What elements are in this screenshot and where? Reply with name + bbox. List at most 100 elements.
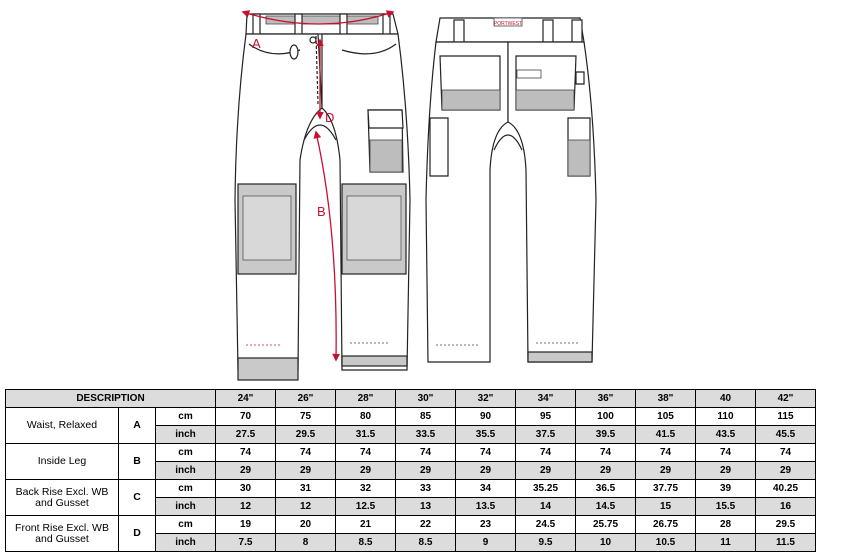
value-cell-inch: 29 (215, 461, 276, 480)
value-cell-inch: 43.5 (695, 425, 756, 444)
value-cell-cm: 74 (275, 443, 336, 462)
value-cell-cm: 20 (275, 515, 336, 534)
description-header: DESCRIPTION (5, 389, 216, 408)
value-cell-inch: 8.5 (335, 533, 396, 552)
value-cell-cm: 23 (455, 515, 516, 534)
value-cell-cm: 74 (215, 443, 276, 462)
measurement-key: A (118, 407, 156, 444)
measurement-key: D (118, 515, 156, 552)
value-cell-inch: 9.5 (515, 533, 576, 552)
measurement-description: Inside Leg (5, 443, 119, 480)
size-header: 24" (215, 389, 276, 408)
value-cell-cm: 90 (455, 407, 516, 426)
value-cell-cm: 74 (695, 443, 756, 462)
value-cell-inch: 29 (275, 461, 336, 480)
size-header: 30" (395, 389, 456, 408)
value-cell-inch: 14.5 (575, 497, 636, 516)
value-cell-cm: 74 (455, 443, 516, 462)
value-cell-cm: 74 (395, 443, 456, 462)
value-cell-cm: 29.5 (755, 515, 816, 534)
measurement-description: Waist, Relaxed (5, 407, 119, 444)
trousers-measurement-diagram: A D B C PORTWEST (234, 10, 597, 381)
value-cell-cm: 105 (635, 407, 696, 426)
value-cell-inch: 16 (755, 497, 816, 516)
measurement-key: C (118, 479, 156, 516)
value-cell-cm: 75 (275, 407, 336, 426)
label-d: D (325, 110, 334, 125)
value-cell-cm: 30 (215, 479, 276, 498)
value-cell-inch: 29 (755, 461, 816, 480)
value-cell-inch: 45.5 (755, 425, 816, 444)
value-cell-cm: 39 (695, 479, 756, 498)
value-cell-inch: 29 (575, 461, 636, 480)
value-cell-inch: 15.5 (695, 497, 756, 516)
value-cell-inch: 13 (395, 497, 456, 516)
value-cell-cm: 22 (395, 515, 456, 534)
value-cell-inch: 27.5 (215, 425, 276, 444)
size-header: 26" (275, 389, 336, 408)
value-cell-cm: 110 (695, 407, 756, 426)
value-cell-inch: 41.5 (635, 425, 696, 444)
label-a: A (252, 36, 261, 51)
measurement-key: B (118, 443, 156, 480)
value-cell-inch: 13.5 (455, 497, 516, 516)
size-header: 28" (335, 389, 396, 408)
unit-label-inch: inch (155, 533, 216, 552)
value-cell-cm: 37.75 (635, 479, 696, 498)
value-cell-inch: 9 (455, 533, 516, 552)
value-cell-inch: 29 (395, 461, 456, 480)
value-cell-inch: 11 (695, 533, 756, 552)
value-cell-cm: 26.75 (635, 515, 696, 534)
value-cell-cm: 32 (335, 479, 396, 498)
value-cell-inch: 12 (275, 497, 336, 516)
value-cell-inch: 29 (515, 461, 576, 480)
value-cell-cm: 25.75 (575, 515, 636, 534)
value-cell-inch: 31.5 (335, 425, 396, 444)
value-cell-inch: 39.5 (575, 425, 636, 444)
value-cell-cm: 28 (695, 515, 756, 534)
size-header: 32" (455, 389, 516, 408)
unit-label-inch: inch (155, 461, 216, 480)
value-cell-inch: 8.5 (395, 533, 456, 552)
measurement-description: Front Rise Excl. WB and Gusset (5, 515, 119, 552)
front-view-trousers (234, 13, 411, 381)
value-cell-cm: 40.25 (755, 479, 816, 498)
measurement-description: Back Rise Excl. WB and Gusset (5, 479, 119, 516)
size-header: 34" (515, 389, 576, 408)
value-cell-cm: 21 (335, 515, 396, 534)
value-cell-inch: 8 (275, 533, 336, 552)
value-cell-cm: 80 (335, 407, 396, 426)
value-cell-inch: 12.5 (335, 497, 396, 516)
unit-label-inch: inch (155, 425, 216, 444)
value-cell-cm: 31 (275, 479, 336, 498)
value-cell-cm: 74 (575, 443, 636, 462)
value-cell-cm: 36.5 (575, 479, 636, 498)
value-cell-cm: 95 (515, 407, 576, 426)
value-cell-cm: 19 (215, 515, 276, 534)
size-header: 36" (575, 389, 636, 408)
unit-label-cm: cm (155, 515, 216, 534)
value-cell-inch: 10.5 (635, 533, 696, 552)
unit-label-cm: cm (155, 407, 216, 426)
value-cell-cm: 74 (755, 443, 816, 462)
size-header: 38" (635, 389, 696, 408)
back-view-trousers: PORTWEST (425, 17, 597, 363)
value-cell-inch: 29.5 (275, 425, 336, 444)
value-cell-cm: 35.25 (515, 479, 576, 498)
unit-label-cm: cm (155, 479, 216, 498)
value-cell-cm: 74 (335, 443, 396, 462)
value-cell-inch: 7.5 (215, 533, 276, 552)
value-cell-cm: 74 (635, 443, 696, 462)
value-cell-inch: 12 (215, 497, 276, 516)
value-cell-cm: 115 (755, 407, 816, 426)
size-header: 40 (695, 389, 756, 408)
